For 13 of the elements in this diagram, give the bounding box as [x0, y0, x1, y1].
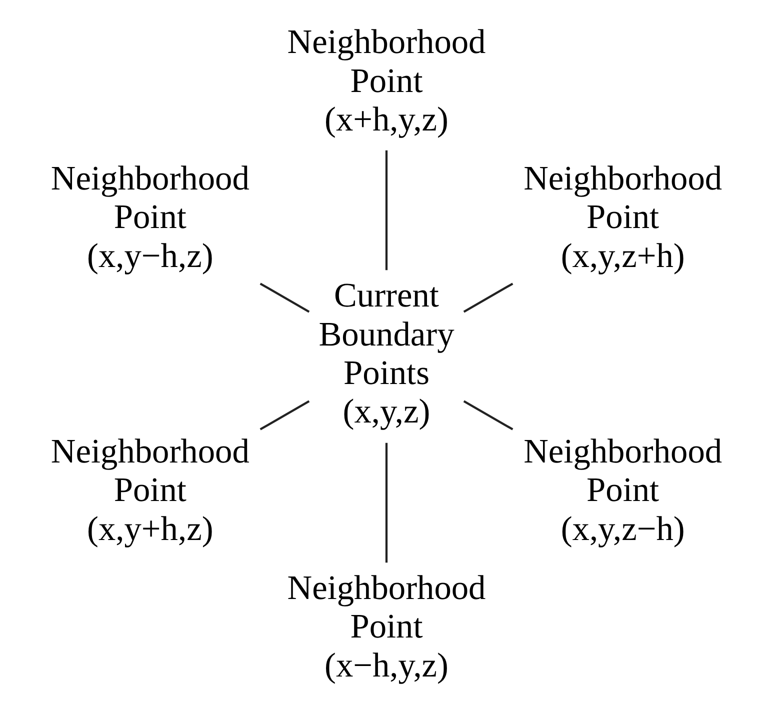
connector	[260, 282, 310, 313]
node-text: Current Boundary Points (x,y,z)	[318, 276, 454, 431]
node-text: Neighborhood Point (x,y+h,z)	[50, 432, 250, 548]
connector	[463, 400, 514, 430]
node-text: Neighborhood Point (x+h,y,z)	[287, 23, 486, 138]
node-text: Neighborhood Point (x,y−h,z)	[50, 160, 250, 275]
node-text: Neighborhood Point (x−h,y,z)	[287, 568, 486, 684]
connector	[385, 150, 388, 270]
connector	[385, 442, 388, 563]
connector	[260, 400, 310, 430]
node-text: Neighborhood Point (x,y,z+h)	[524, 160, 722, 275]
connector	[463, 282, 514, 313]
node-text: Neighborhood Point (x,y,z−h)	[524, 432, 722, 548]
